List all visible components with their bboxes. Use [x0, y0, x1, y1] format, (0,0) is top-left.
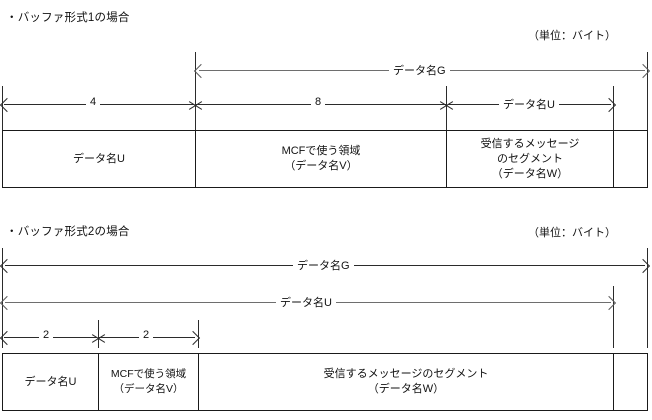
boundary-tick-446	[439, 97, 454, 112]
table-2-border-left	[2, 353, 3, 411]
table-2-cell-3: 受信するメッセージのセグメント （データ名W）	[323, 368, 489, 395]
table-2-cell-1: データ名U	[24, 375, 77, 388]
table-1-cell-1: データ名U	[73, 152, 125, 165]
dim-label-4: 4	[86, 96, 101, 108]
table-1-border-left	[2, 130, 3, 188]
dim-label-8: 8	[311, 96, 326, 108]
table-2-divider-2	[198, 353, 199, 411]
table-2-cell-4	[614, 354, 647, 410]
dim-label-data-u-1: データ名U	[499, 96, 559, 112]
table-2-bottom-border	[2, 410, 648, 411]
table-1-divider-2	[446, 130, 447, 188]
table-2-border-right	[647, 353, 648, 411]
guide-2-line-left	[2, 248, 3, 348]
table-1-divider-3	[613, 130, 614, 188]
boundary-tick-98	[91, 330, 106, 345]
table-1-cell-3: 受信するメッセージ のセグメント （データ名W）	[480, 137, 580, 180]
table-1-top-border	[2, 130, 648, 131]
diagram-1-title: ・バッファ形式1の場合	[6, 12, 130, 24]
table-1-border-right	[647, 130, 648, 188]
guide-line-left	[2, 86, 3, 130]
dim-label-2-b: 2	[139, 329, 154, 341]
table-1-divider-1	[195, 130, 196, 188]
dim-label-data-g-1: データ名G	[389, 62, 450, 78]
diagram-2-title: ・バッファ形式2の場合	[6, 226, 130, 238]
guide-line-195	[195, 52, 196, 130]
table-2-cell-2: MCFで使う領域 （データ名V）	[110, 368, 187, 395]
diagram-2-unit-label: （単位：バイト）	[528, 227, 616, 239]
guide-line-648	[647, 52, 648, 130]
dim-label-2-a: 2	[39, 329, 54, 341]
table-1-bottom-border	[2, 187, 648, 188]
boundary-tick-195	[188, 97, 203, 112]
guide-2-line-648	[647, 248, 648, 348]
arrowhead-left-data-g-1	[193, 63, 209, 79]
table-1-cell-4	[614, 131, 647, 187]
table-2-top-border	[2, 353, 648, 354]
dim-label-data-u-2: データ名U	[276, 294, 336, 310]
dim-label-data-g-2: データ名G	[293, 257, 354, 273]
guide-2-line-613	[613, 286, 614, 348]
table-1-cell-2: MCFで使う領域 （データ名V）	[281, 145, 361, 172]
table-2-divider-3	[613, 353, 614, 411]
table-2-divider-1	[98, 353, 99, 411]
guide-line-613	[613, 86, 614, 130]
diagram-1-unit-label: （単位：バイト）	[528, 30, 616, 42]
guide-2-line-198	[198, 320, 199, 348]
